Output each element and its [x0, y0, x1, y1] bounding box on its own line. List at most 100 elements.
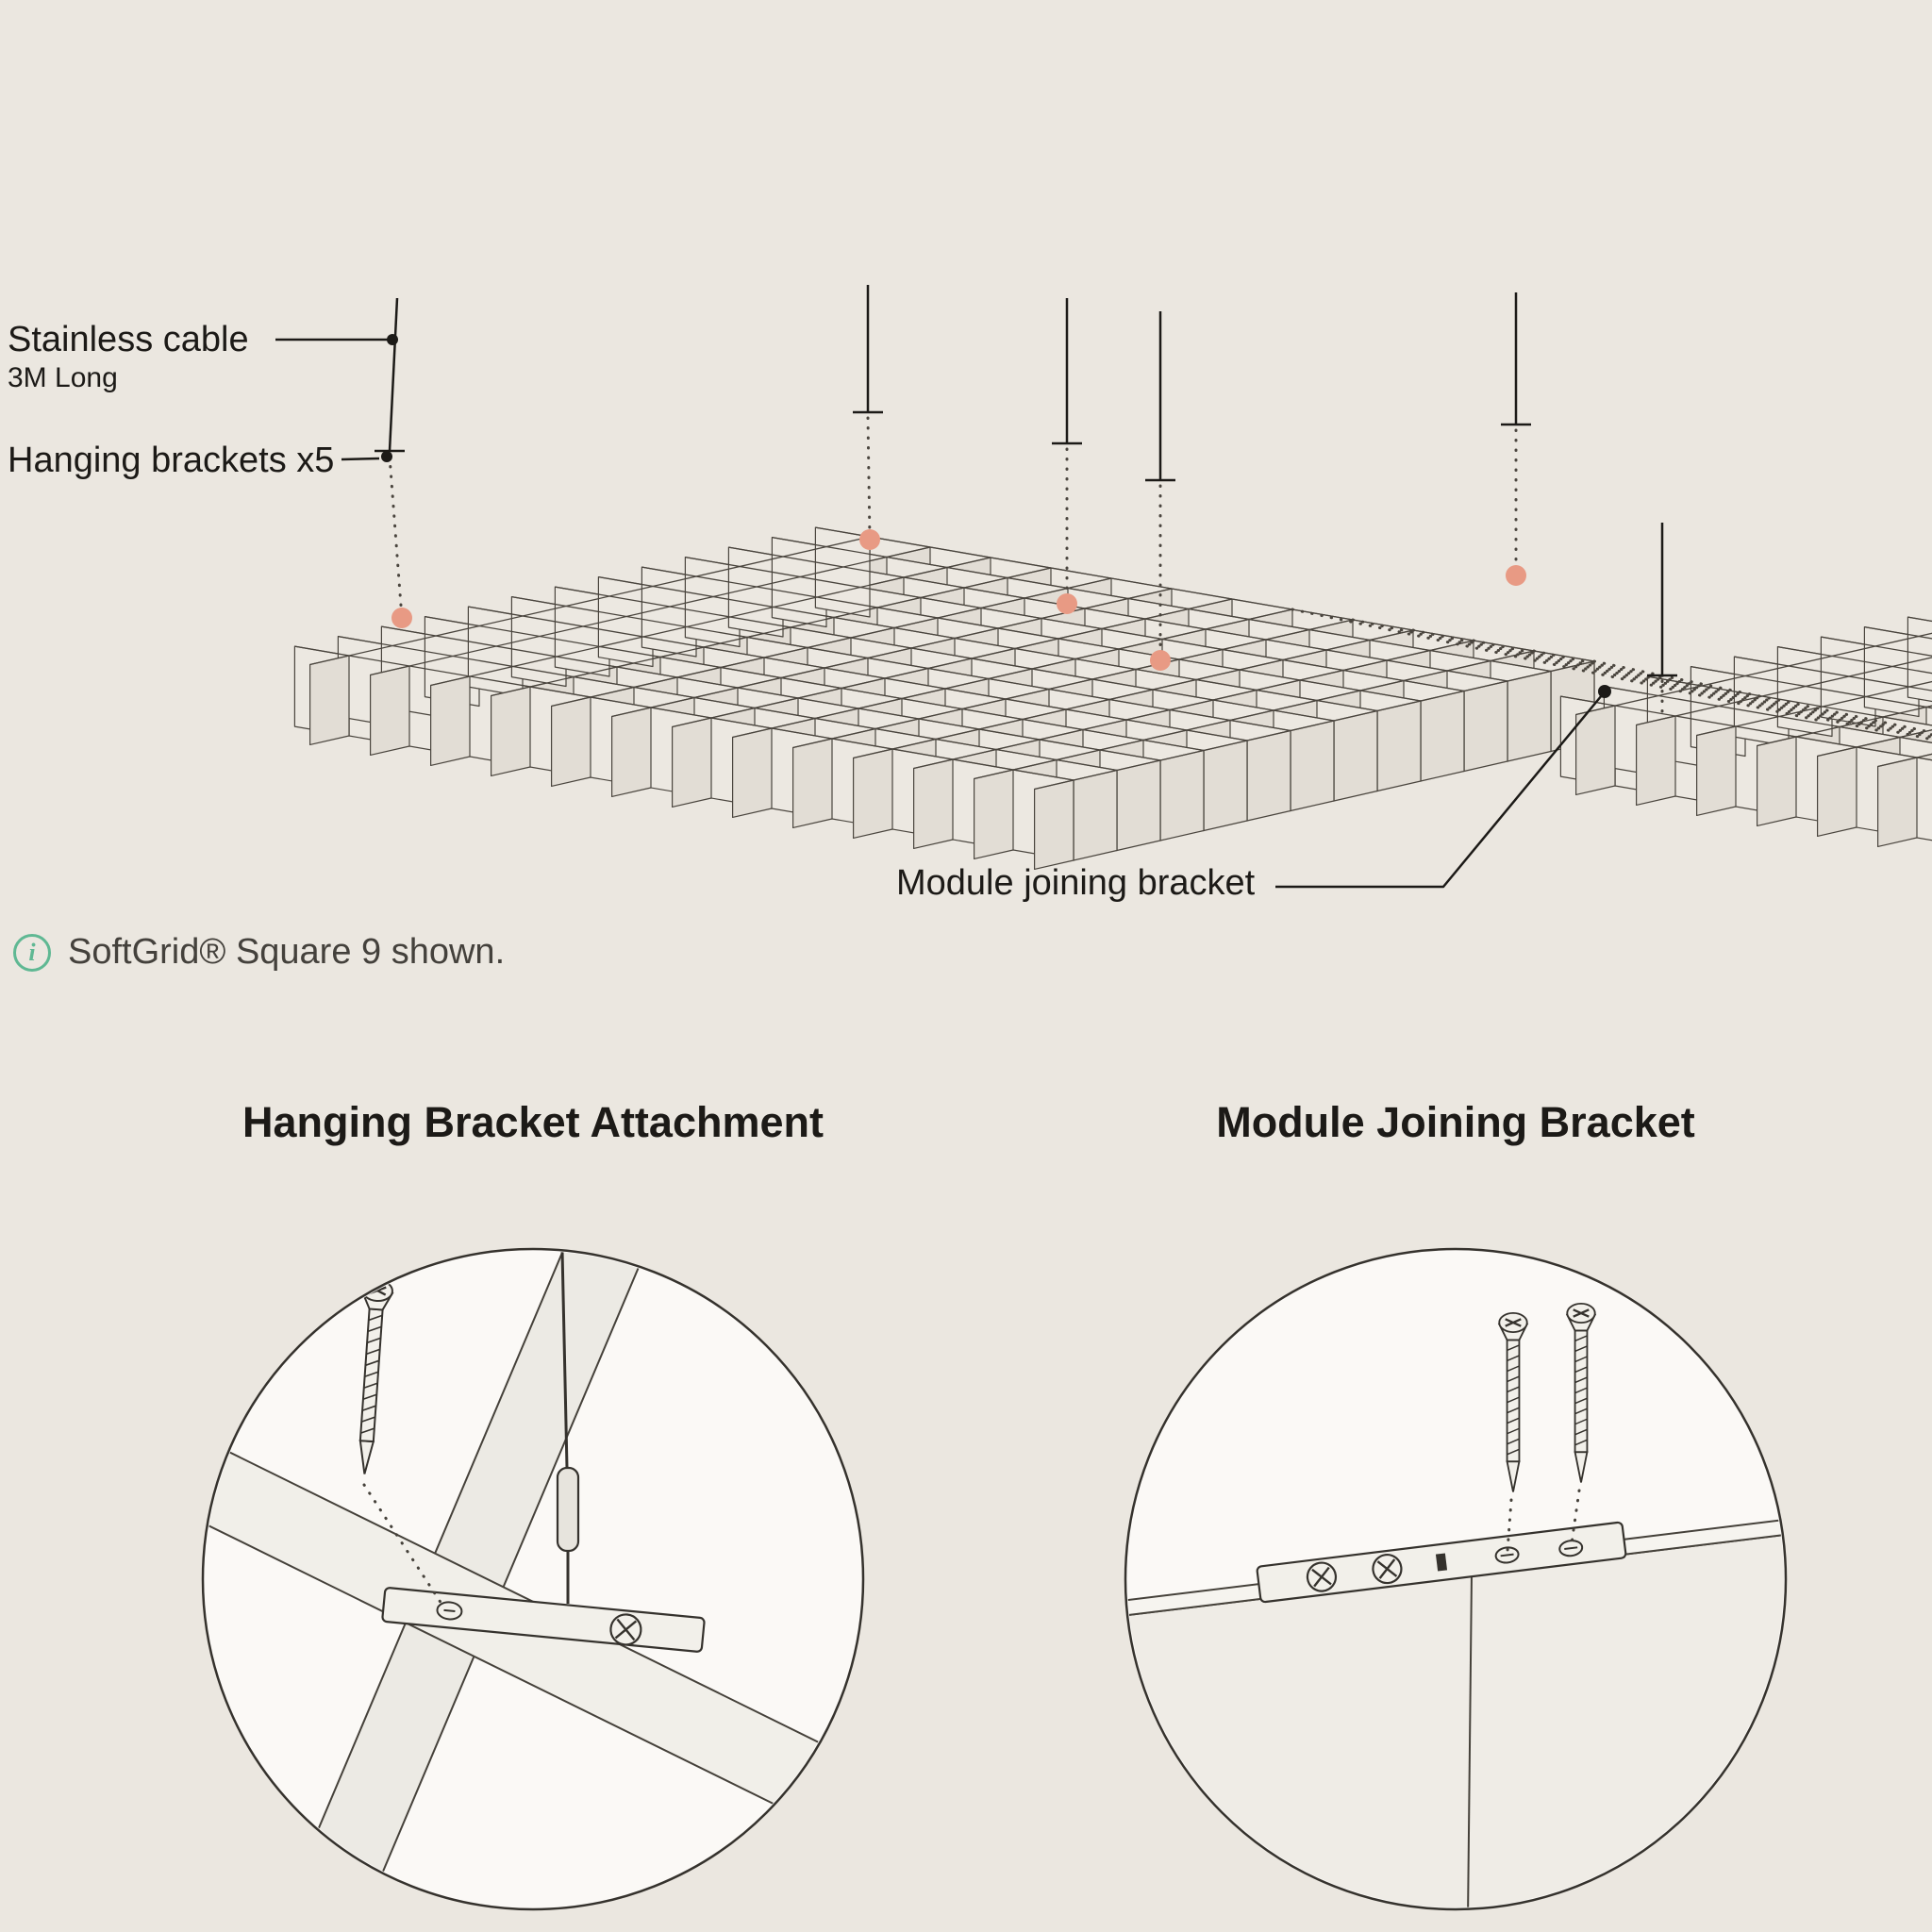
detail-circle-outline: [1124, 1247, 1788, 1911]
grid-line: [1757, 705, 1932, 747]
grid-line: [611, 588, 1173, 718]
dotted-guide-line: [1291, 608, 1823, 723]
grid-line: [294, 645, 1074, 781]
grid-line: [974, 650, 1535, 780]
grid-line: [555, 586, 1335, 722]
grid-line: [338, 635, 1118, 772]
grid-fin: [550, 696, 591, 788]
dotted-guide-line: [866, 416, 872, 541]
grid-fin: [1246, 729, 1291, 822]
grid-line: [1821, 636, 1932, 657]
grid-fin: [1333, 709, 1378, 802]
leader-module-joining-bracket: [1275, 694, 1603, 889]
grid-fin: [430, 675, 471, 767]
grid-fin: [1695, 725, 1737, 817]
grid-line: [491, 567, 1052, 697]
info-note: i SoftGrid® Square 9 shown.: [13, 932, 505, 973]
grid-line: [1777, 645, 1932, 675]
grid-line: [598, 575, 1378, 712]
grid-fin: [852, 748, 893, 840]
detail-module-joining-bracket: [1124, 1247, 1788, 1911]
dotted-guide-line: [1411, 628, 1932, 741]
grid-fin: [791, 738, 833, 829]
grid-fin: [1073, 769, 1118, 861]
grid-line: [685, 556, 1465, 692]
grid-line: [1647, 675, 1932, 726]
bracket-screw-hole: [1494, 1546, 1520, 1564]
detail-hanging-bracket-attachment: [201, 1247, 865, 1911]
module-seam-line: [1467, 1573, 1473, 1907]
bracket-screw-hole-slot: [1564, 1546, 1578, 1551]
module-joining-bracket-label: Module joining bracket: [896, 863, 1256, 903]
dotted-guide-line: [1472, 639, 1932, 739]
grid-fin: [309, 655, 350, 746]
grid-line: [641, 566, 1422, 702]
grid-line: [792, 619, 1354, 749]
grid-line: [728, 546, 1508, 682]
hanging-brackets-label: Hanging brackets x5: [8, 441, 335, 480]
cable-gripper: [556, 1466, 580, 1553]
hanging-bracket-plate: [381, 1587, 706, 1653]
grid-line: [468, 606, 1248, 741]
grid-line: [672, 598, 1233, 728]
leader-dot: [387, 334, 398, 345]
dotted-guide-line: [388, 455, 404, 620]
grid-line: [913, 640, 1474, 770]
grid-line: [1690, 665, 1932, 709]
info-note-text: SoftGrid® Square 9 shown.: [68, 932, 506, 972]
stainless-cable-rod: [560, 1251, 569, 1469]
suspension-cable: [388, 297, 399, 452]
suspended-grid-module: [293, 526, 1595, 871]
overview-illustration: [275, 285, 1932, 889]
grid-line: [1604, 685, 1932, 744]
grid-line: [551, 577, 1112, 708]
grid-line: [1034, 660, 1595, 791]
grid-fin: [731, 727, 773, 819]
phillips-cross-icon: [1311, 1566, 1332, 1588]
label-leader-lines: [275, 334, 1611, 889]
detail-title-module-joining: Module Joining Bracket: [1216, 1098, 1695, 1146]
phillips-cross-icon: [614, 1618, 638, 1641]
bracket-screw-hole-slot: [443, 1608, 456, 1612]
grid-fin: [1203, 740, 1248, 832]
screw-guide-dotted-line: [1570, 1489, 1581, 1545]
grid-line: [853, 629, 1414, 759]
hanging-point-dot: [1057, 593, 1077, 614]
grid-line: [1560, 695, 1932, 761]
detail-title-hanging-bracket: Hanging Bracket Attachment: [242, 1098, 824, 1146]
grid-fin: [490, 686, 531, 777]
grid-fin: [1116, 759, 1161, 852]
grid-line: [511, 595, 1291, 732]
leader-dot: [1598, 685, 1611, 698]
grid-fin: [1033, 779, 1074, 871]
grid-line: [1817, 729, 1932, 758]
grid-line: [1734, 656, 1932, 691]
grid-fin: [610, 707, 652, 798]
module-joining-bracket-plate: [1256, 1521, 1627, 1604]
grid-fin: [1463, 680, 1508, 773]
hanging-point-dot: [859, 529, 880, 550]
module-alignment-guides: [1291, 608, 1932, 741]
hanging-point-dot: [391, 608, 412, 628]
bracket-screw-hole-slot: [1500, 1553, 1514, 1557]
grid-fin: [671, 717, 712, 808]
leader-dot: [381, 451, 392, 462]
grid-fin: [1876, 757, 1918, 848]
dotted-guide-line: [1592, 659, 1932, 734]
grid-fin: [973, 769, 1014, 860]
grid-line: [1696, 680, 1932, 737]
dotted-guide-line: [1532, 649, 1932, 737]
grid-fin: [1635, 715, 1676, 807]
grid-line: [732, 608, 1293, 739]
grid-fin: [1420, 690, 1465, 782]
bracket-notch: [1435, 1553, 1448, 1572]
bracket-screw-hole: [436, 1601, 463, 1621]
grid-fin: [370, 665, 410, 757]
grid-fin: [1290, 720, 1335, 812]
grid-line: [1575, 632, 1932, 716]
stainless-cable-label-text: Stainless cable: [8, 320, 249, 359]
grid-line: [425, 615, 1205, 752]
grid-fin: [1816, 746, 1857, 838]
